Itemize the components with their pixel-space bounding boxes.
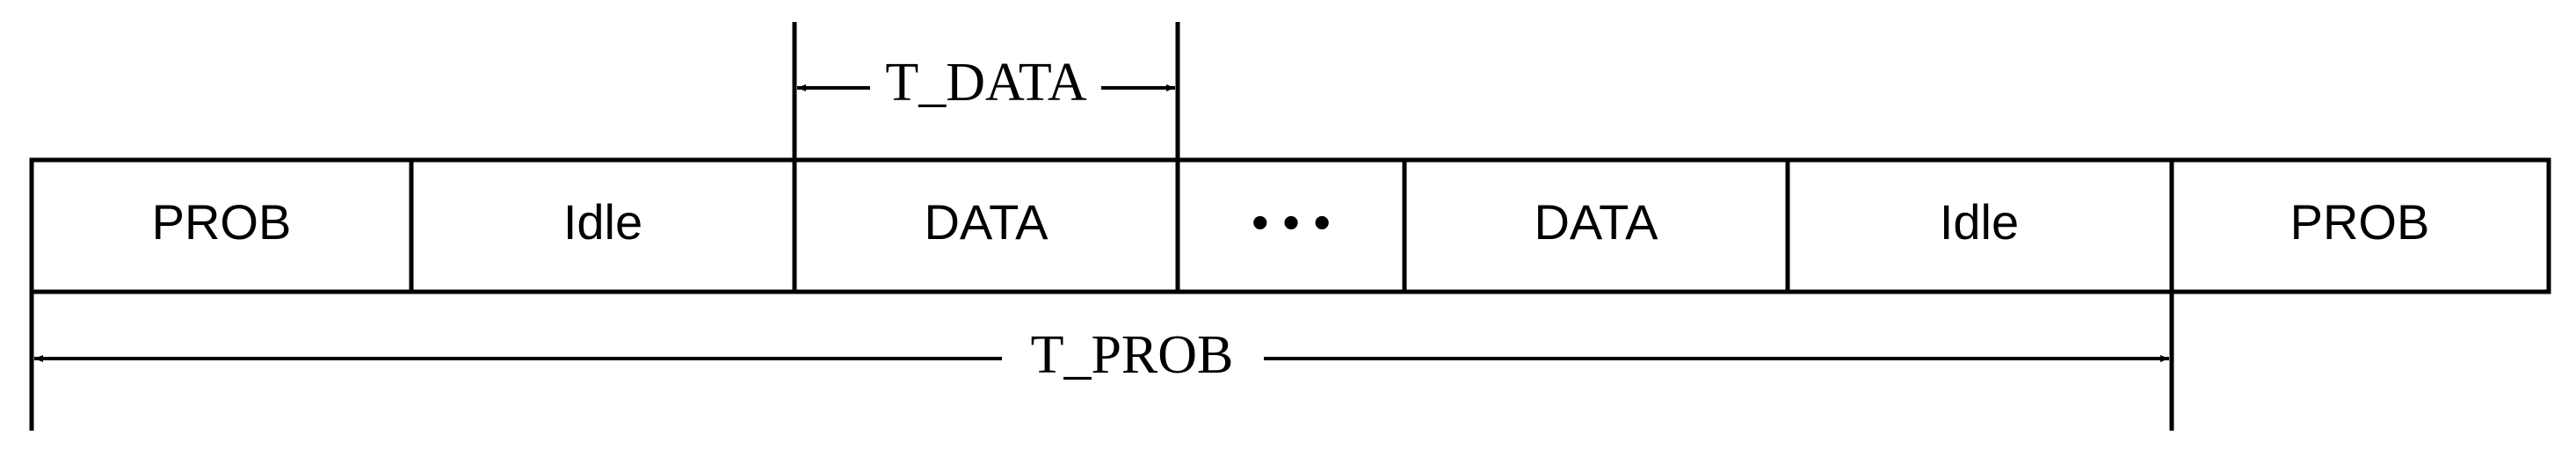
cell-label-prob-start: PROB [152,194,292,250]
cell-label-prob-end: PROB [2290,194,2430,250]
cell-label-data-last: DATA [1534,194,1658,250]
frame-row [29,157,2551,294]
cell-label-data-first: DATA [924,194,1049,250]
cell-label-ellipsis: • • • [1252,194,1331,250]
tprob-label: T_PROB [1031,325,1234,385]
tdata-label: T_DATA [885,53,1086,112]
cell-label-idle-end: Idle [1940,194,2019,250]
cell-label-idle-start: Idle [563,194,642,250]
